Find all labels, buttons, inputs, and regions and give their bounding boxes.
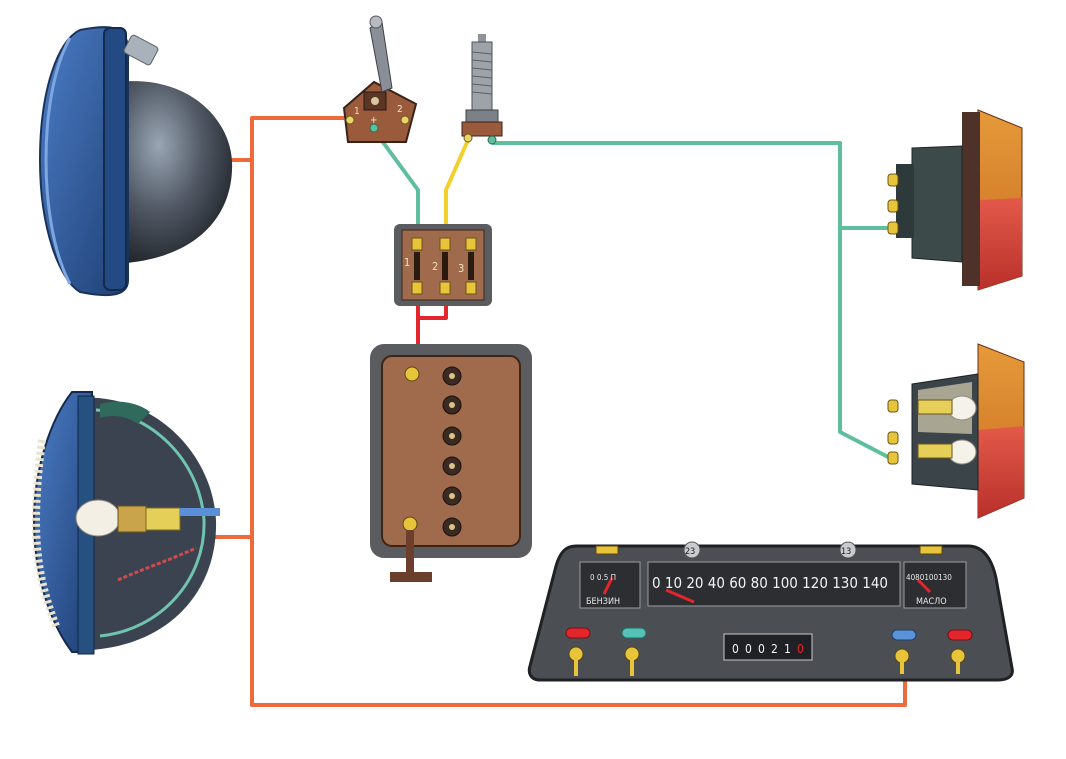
odo-digit-3: 0 (758, 642, 765, 656)
stoplight-switch (461, 34, 503, 145)
fuse-label-1: 1 (404, 256, 410, 269)
green-wire (372, 128, 892, 460)
switch-pin1-label: 1 (354, 106, 360, 117)
odo-digit-5: 1 (784, 642, 791, 656)
odometer: 0 0 0 2 1 0 (732, 642, 804, 656)
marker-right: 13 (841, 547, 851, 557)
odo-digit-2: 0 (745, 642, 752, 656)
yellow-wire (444, 139, 470, 240)
fuel-scale: 0 0.5 П (590, 573, 616, 582)
switch-pin2-label: 2 (397, 104, 403, 115)
fuse-label-2: 2 (432, 260, 438, 273)
headlamp-switch: 1 2 + (342, 15, 418, 143)
fuse-block: 1 2 3 (394, 224, 492, 306)
speedometer-scale: 0 10 20 40 60 80 100 120 130 140 (652, 574, 888, 592)
tail-lamp-cutaway (887, 343, 1025, 519)
headlamp-exterior (38, 26, 233, 297)
marker-left: 23 (685, 547, 695, 557)
odo-digit-4: 2 (771, 642, 778, 656)
tail-lamp-exterior (887, 109, 1023, 291)
switch-center-label: + (370, 115, 378, 126)
odo-digit-1: 0 (732, 642, 739, 656)
headlamp-cutaway (31, 391, 220, 655)
fuel-label: БЕНЗИН (586, 597, 620, 607)
fuse-label-3: 3 (458, 262, 464, 275)
oil-scale: 4080100130 (906, 573, 952, 582)
instrument-cluster: 0 0.5 П БЕНЗИН 0 10 20 40 60 80 100 120 … (527, 541, 1014, 682)
distribution-block (370, 344, 532, 582)
odo-digit-6: 0 (797, 642, 804, 656)
oil-label: МАСЛО (916, 597, 947, 607)
